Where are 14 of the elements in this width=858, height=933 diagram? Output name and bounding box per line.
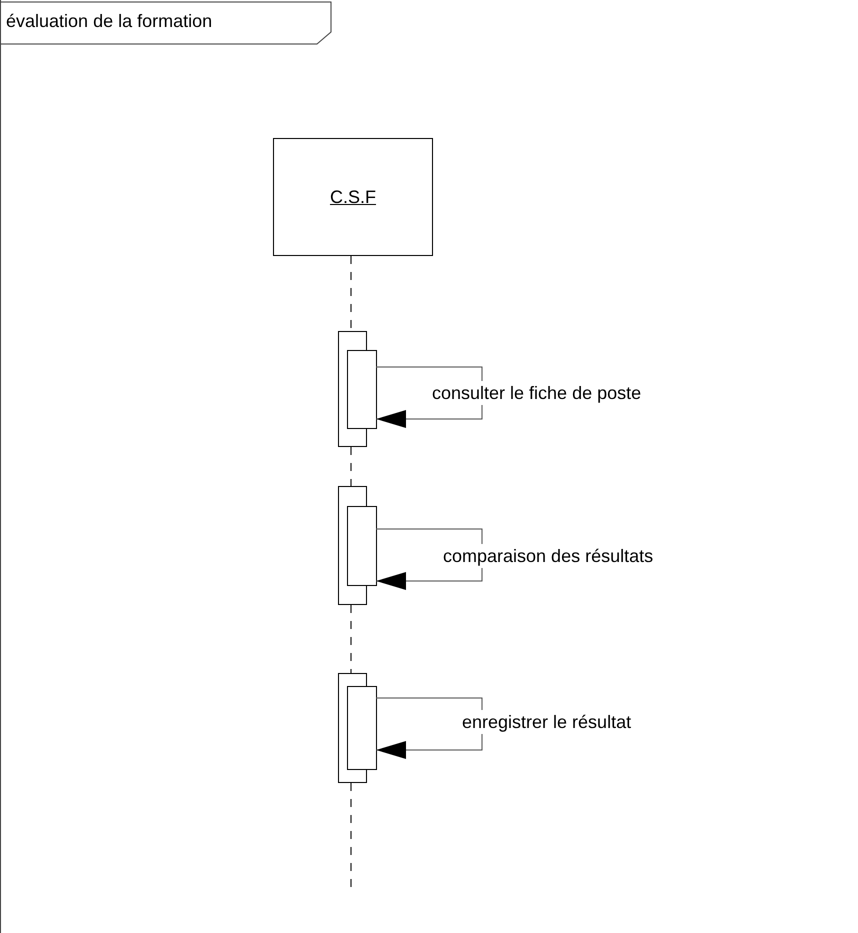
lifeline-box: [273, 138, 433, 256]
edge-label: enregistrer le résultat: [462, 710, 632, 734]
edge-label: consulter le fiche de poste: [432, 381, 642, 405]
activation-bar: [347, 686, 377, 770]
lifeline: [350, 604, 352, 674]
self-message-arrow: [376, 698, 482, 759]
object-name: C.S.F: [330, 186, 376, 208]
activation-bar: [347, 506, 377, 586]
self-message-arrow: [376, 528, 482, 590]
activation-bar: [347, 350, 377, 429]
self-message-arrow: [376, 366, 482, 428]
lifeline: [350, 446, 352, 486]
edge-label: comparaison des résultats: [443, 544, 654, 568]
frame-title: évaluation de la formation: [6, 10, 212, 33]
